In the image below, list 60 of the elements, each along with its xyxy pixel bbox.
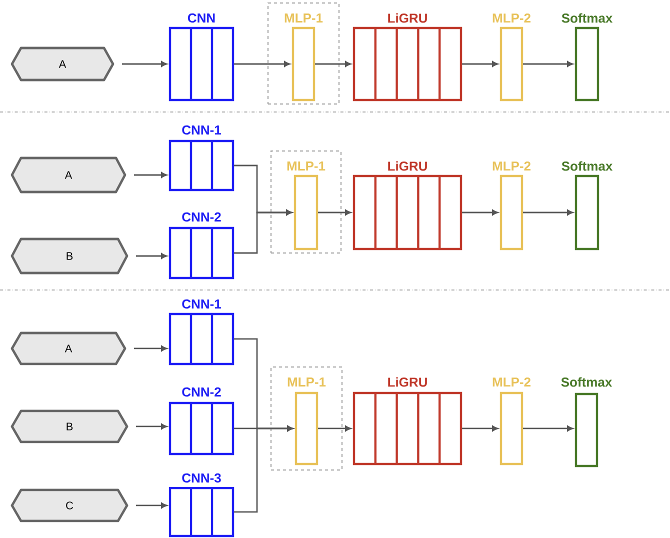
- node-label: CNN-3: [182, 473, 221, 483]
- arrow: [136, 502, 168, 508]
- mlp-layer-bar: [294, 174, 318, 250]
- node-label: CNN-1: [182, 125, 221, 135]
- node-label: Softmax: [562, 13, 613, 23]
- node-label: CNN-1: [182, 299, 221, 309]
- arrow: [122, 61, 168, 67]
- input-hexagon: A: [10, 332, 126, 366]
- mlp-layer-bar: [294, 392, 318, 466]
- cnn-block: CNN-3: [168, 473, 234, 538]
- cnn-block: CNN-2: [168, 212, 234, 280]
- mlp-layer-bar: MLP-2: [492, 13, 530, 102]
- mlp-layer-bar: MLP-2: [492, 377, 530, 466]
- input-hexagon: B: [10, 238, 128, 274]
- softmax-bar: Softmax: [562, 13, 613, 102]
- input-hexagon: A: [10, 46, 114, 82]
- dashed-group-box: MLP-1: [268, 2, 340, 104]
- arrow: [315, 61, 352, 67]
- arrow: [318, 426, 352, 432]
- arrow: [234, 61, 290, 67]
- arrow: [136, 424, 168, 430]
- dashed-group-box: MLP-1: [270, 150, 342, 254]
- node-label: LiGRU: [388, 377, 427, 387]
- cnn-block: CNN-1: [168, 125, 234, 192]
- arrow: [523, 426, 574, 432]
- cnn-block: CNN-2: [168, 387, 234, 456]
- mlp-layer-bar: [292, 26, 316, 102]
- node-label: MLP-2: [492, 161, 530, 171]
- input-hexagon: A: [10, 156, 126, 194]
- node-label: MLP-2: [492, 13, 530, 23]
- input-hexagon: B: [10, 410, 128, 444]
- cnn-block: CNN: [168, 13, 234, 102]
- node-label: CNN: [188, 13, 215, 23]
- softmax-bar: Softmax: [562, 161, 613, 250]
- node-label: MLP-2: [492, 377, 530, 387]
- arrow: [136, 253, 168, 259]
- ligru-block: LiGRU: [352, 161, 462, 250]
- node-label: CNN-2: [182, 387, 221, 397]
- arrow: [462, 61, 498, 67]
- arrow: [234, 426, 294, 513]
- ligru-block: LiGRU: [352, 377, 462, 466]
- ligru-block: LiGRU: [352, 13, 462, 102]
- mlp-layer-bar: MLP-2: [492, 161, 530, 250]
- node-label: LiGRU: [388, 161, 427, 171]
- arrow: [318, 210, 352, 216]
- arrow: [523, 210, 574, 216]
- arrow: [134, 346, 168, 352]
- node-label: LiGRU: [388, 13, 427, 23]
- arrow: [462, 210, 498, 216]
- node-label: CNN-2: [182, 212, 221, 222]
- node-label: Softmax: [561, 377, 612, 387]
- arrow: [523, 61, 574, 67]
- node-label: Softmax: [562, 161, 613, 171]
- softmax-bar: Softmax: [561, 377, 612, 468]
- input-hexagon: C: [10, 488, 128, 522]
- cnn-block: CNN-1: [168, 299, 234, 366]
- arrow: [134, 172, 168, 178]
- dashed-group-box: MLP-1: [270, 366, 342, 470]
- arrow: [462, 426, 498, 432]
- arrow: [234, 210, 292, 254]
